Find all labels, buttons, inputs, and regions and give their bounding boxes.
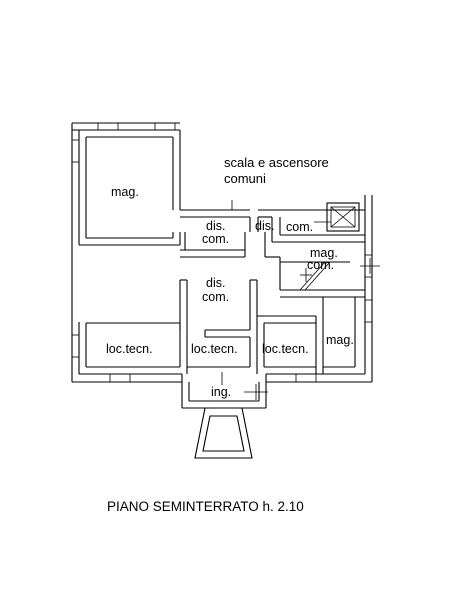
room-dis-com-middle [179,279,258,338]
room-dis-com-top [180,200,251,258]
label-mag-com-line1: mag. [310,246,338,260]
room-mag-top-left [79,130,181,246]
label-scala-line1: scala e ascensore [224,155,329,170]
label-mag-right: mag. [326,333,354,347]
label-loc-tecn-left: loc.tecn. [106,342,153,356]
label-loc-tecn-right: loc.tecn. [262,342,309,356]
room-loc-tecn-row [85,297,356,374]
label-mag-top-left: mag. [111,185,139,199]
entrance-ramp [194,407,253,459]
room-mag-com [265,256,365,298]
label-dis-top: dis. [206,219,225,233]
label-scala-line2: comuni [224,171,266,186]
label-loc-tecn-center: loc.tecn. [191,342,238,356]
label-dis-small: dis. [255,219,274,233]
outer-walls [71,122,380,383]
label-com-mid: com. [202,290,229,304]
label-dis-mid: dis. [206,276,225,290]
label-com-top: com. [202,232,229,246]
room-labels: scala e ascensore comuni mag. dis. com. … [106,155,354,399]
label-mag-com-line2: com. [307,258,334,272]
room-com-stair [257,202,365,257]
label-ing: ing. [211,385,231,399]
label-com-right: com. [286,220,313,234]
plan-caption: PIANO SEMINTERRATO h. 2.10 [107,499,304,514]
